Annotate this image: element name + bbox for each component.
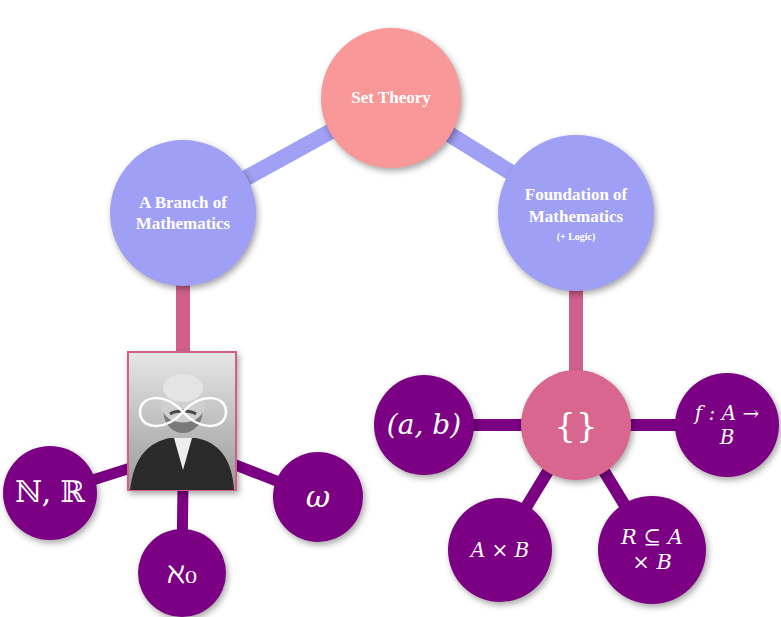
node-label: A × B <box>471 538 530 562</box>
circle-outline <box>110 140 256 286</box>
node-label: ℵ₀ <box>167 555 197 591</box>
node-label: Foundation of Mathematics <box>517 184 635 227</box>
branch-connector <box>472 419 523 431</box>
branch-connector <box>604 470 626 505</box>
node-label: ℕ, ℝ <box>15 475 85 510</box>
hub-circle: {} <box>521 370 631 480</box>
leaf-circle: (a, b) <box>374 375 474 475</box>
node-label: ω <box>306 479 330 515</box>
branch-connector <box>629 419 677 431</box>
branch-connector <box>245 131 331 179</box>
node-note: (+ Logic) <box>557 231 596 242</box>
branch-connector <box>569 289 583 372</box>
leaf-circle: ℕ, ℝ <box>3 446 97 540</box>
branch-circle: A Branch of Mathematics <box>110 140 256 286</box>
branch-circle: Foundation of Mathematics (+ Logic) <box>498 135 654 291</box>
leaf-circle: A × B <box>448 498 552 602</box>
root-circle: Set Theory <box>321 28 461 168</box>
leaf-circle: ω <box>273 452 363 542</box>
node-label: A Branch of Mathematics <box>128 192 238 235</box>
node-label: Set Theory <box>351 87 431 108</box>
node-label: R ⊆ A × B <box>611 525 693 575</box>
node-label: {} <box>554 405 597 446</box>
node-label: (a, b) <box>387 408 461 442</box>
node-label: f : A → B <box>688 401 767 449</box>
leaf-circle: R ⊆ A × B <box>598 496 706 604</box>
leaf-circle: ℵ₀ <box>138 529 226 617</box>
branch-connector <box>526 470 549 507</box>
leaf-circle: f : A → B <box>675 373 779 477</box>
branch-connector <box>449 134 512 173</box>
